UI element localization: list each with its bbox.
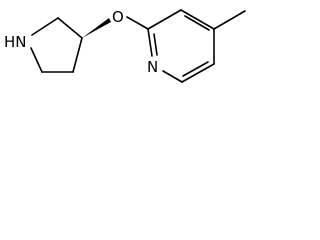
bond-n-c2-py [147,28,153,57]
structure-canvas: HN O N [0,0,258,93]
atom-label-pyrrolidine-nitrogen: HN [4,33,27,51]
pyridine-ring [147,9,246,83]
atom-label-ether-oxygen: O [112,8,124,26]
bond-c5-c6-py-inner [182,61,209,77]
chemical-structure-diagram: HN O N [4,8,246,83]
wedge-c3-o [82,18,111,38]
ether-bond [126,16,149,30]
bond-c3-c4-py-inner [184,15,210,31]
bond-c2-c3-py [147,9,182,30]
bond-c3-c4-py [180,9,215,30]
bond-c2-c3 [57,17,83,39]
bond-c5-n [30,47,43,73]
bond-n-c2 [31,17,59,36]
bond-n-c2-py-inner [153,33,158,56]
bond-c4-methyl [213,10,246,30]
bond-o-c2py [126,16,149,30]
bond-c5-c6-py [181,63,215,83]
atom-label-pyridine-nitrogen: N [147,58,158,76]
stereo-wedge-bond [82,18,111,38]
bond-c6-n-py [162,70,183,83]
pyrrolidine-ring [30,17,83,73]
bond-c3-c4 [72,37,83,73]
